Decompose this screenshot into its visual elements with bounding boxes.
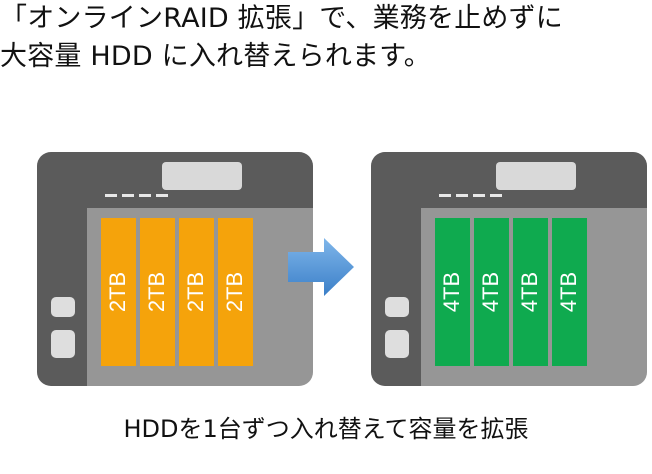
hdd-capacity-label: 2TB <box>183 271 209 313</box>
nas-led <box>139 194 151 197</box>
hdd-drive: 4TB <box>435 218 470 366</box>
caption: HDDを1台ずつ入れ替えて容量を拡張 <box>123 415 529 443</box>
hdd-drive: 2TB <box>179 218 214 366</box>
right-arrow-icon <box>288 238 354 296</box>
hdd-capacity-label: 2TB <box>222 271 248 313</box>
nas-led <box>490 194 502 197</box>
nas-led <box>122 194 134 197</box>
nas-after: 4TB 4TB 4TB 4TB <box>371 152 647 386</box>
nas-before: 2TB 2TB 2TB 2TB <box>37 152 313 386</box>
hdd-drive: 4TB <box>552 218 587 366</box>
nas-led <box>456 194 468 197</box>
hdd-capacity-label: 2TB <box>105 271 131 313</box>
headline: 「オンラインRAID 拡張」で、業務を止めずに 大容量 HDD に入れ替えられま… <box>0 0 652 76</box>
nas-button <box>385 297 409 317</box>
hdd-capacity-label: 2TB <box>144 271 170 313</box>
hdd-capacity-label: 4TB <box>556 271 582 313</box>
hdd-drive: 2TB <box>218 218 253 366</box>
nas-button <box>385 330 409 358</box>
nas-display <box>496 162 576 190</box>
hdd-capacity-label: 4TB <box>439 271 465 313</box>
nas-button <box>51 297 75 317</box>
nas-display <box>162 162 242 190</box>
nas-led <box>105 194 117 197</box>
hdd-capacity-label: 4TB <box>517 271 543 313</box>
nas-led <box>473 194 485 197</box>
nas-led <box>156 194 168 197</box>
hdd-drive: 4TB <box>513 218 548 366</box>
hdd-drive: 4TB <box>474 218 509 366</box>
hdd-drive: 2TB <box>140 218 175 366</box>
headline-line-2: 大容量 HDD に入れ替えられます。 <box>0 41 431 72</box>
nas-button <box>51 330 75 358</box>
headline-line-1: 「オンラインRAID 拡張」で、業務を止めずに <box>0 3 563 34</box>
nas-led <box>439 194 451 197</box>
hdd-drive: 2TB <box>101 218 136 366</box>
hdd-capacity-label: 4TB <box>478 271 504 313</box>
